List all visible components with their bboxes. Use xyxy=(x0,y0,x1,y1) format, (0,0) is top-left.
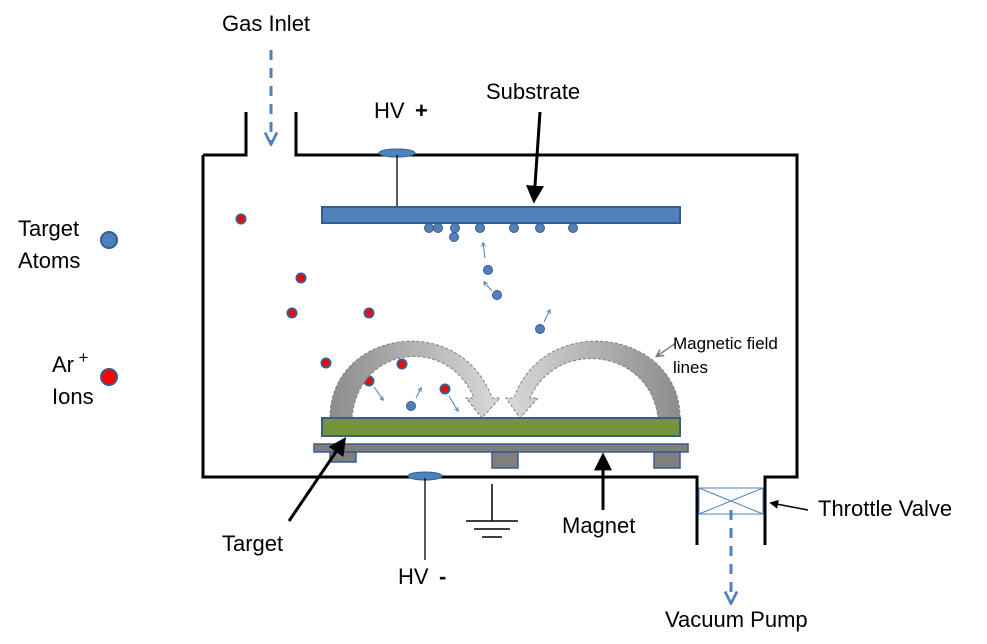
magnet-pole-center xyxy=(491,451,519,469)
target-atom xyxy=(483,265,493,275)
hv-plus-label: HV + xyxy=(374,98,428,123)
deposited-atoms xyxy=(424,223,578,242)
target-atom xyxy=(535,324,545,334)
target-atom xyxy=(535,223,545,233)
target-atoms-label-line1: Target xyxy=(18,216,79,241)
substrate-plate xyxy=(321,206,681,224)
ground-symbol-icon xyxy=(466,484,518,538)
chamber-top-left-wall xyxy=(203,112,248,157)
chamber-top-right-wall xyxy=(294,112,799,545)
hv-plus-feedthrough xyxy=(378,148,416,207)
target-label: Target xyxy=(222,531,283,556)
gas-inlet-label: Gas Inlet xyxy=(222,11,310,36)
magnet-assembly xyxy=(313,443,689,469)
target-atoms-label-line2: Atoms xyxy=(18,248,80,273)
argon-ion xyxy=(286,307,298,319)
throttle-valve-pointer xyxy=(769,499,809,511)
target-atom xyxy=(475,223,485,233)
atom-motion-arrow xyxy=(484,282,493,292)
target-atom xyxy=(568,223,578,233)
magnetic-field-label-line1: Magnetic field xyxy=(673,334,778,353)
target-atom xyxy=(492,290,502,300)
target-pointer-arrow xyxy=(287,437,347,522)
atom-motion-arrow xyxy=(543,310,550,323)
argon-ions-label-line2: Ions xyxy=(52,384,94,409)
target-atom xyxy=(449,232,459,242)
vacuum-pump-label: Vacuum Pump xyxy=(665,607,808,632)
magnet-label: Magnet xyxy=(562,513,635,538)
hv-minus-feedthrough xyxy=(407,471,443,560)
argon-ion xyxy=(439,383,451,395)
chamber-left-bottom-wall xyxy=(201,155,699,545)
magnetic-field-label-line2: lines xyxy=(673,358,708,377)
vacuum-chamber xyxy=(201,112,799,545)
atom-motion-arrow xyxy=(415,388,421,399)
magnetic-field-arc-right xyxy=(505,340,681,419)
target-atom xyxy=(406,401,416,411)
target-atom xyxy=(433,223,443,233)
argon-ion xyxy=(295,272,307,284)
throttle-valve-label: Throttle Valve xyxy=(818,496,952,521)
target-plate xyxy=(321,417,681,437)
magnetic-field-pointer xyxy=(657,342,677,356)
target-atom xyxy=(450,223,460,233)
ion-motion-arrows xyxy=(373,386,458,411)
substrate-label: Substrate xyxy=(486,79,580,104)
magnetic-field-arc-left xyxy=(329,340,502,419)
atom-motion-arrow xyxy=(483,243,485,259)
argon-ion xyxy=(396,358,408,370)
argon-ion xyxy=(235,213,247,225)
argon-ions-label-line1: Ar + xyxy=(52,348,88,377)
argon-ions xyxy=(235,213,451,395)
magnet-backplate xyxy=(313,443,689,453)
magnet-pole-right xyxy=(653,451,681,469)
legend-argon-ion-symbol xyxy=(100,368,118,386)
target-atom xyxy=(509,223,519,233)
argon-ion xyxy=(320,357,332,369)
sputtered-atoms xyxy=(406,243,551,411)
argon-ion xyxy=(363,307,375,319)
legend-target-atom-symbol xyxy=(100,231,118,249)
magnetic-field-lines xyxy=(329,340,681,419)
hv-minus-label: HV - xyxy=(398,564,446,589)
target-atom xyxy=(424,223,434,233)
substrate-pointer-arrow xyxy=(526,111,544,204)
